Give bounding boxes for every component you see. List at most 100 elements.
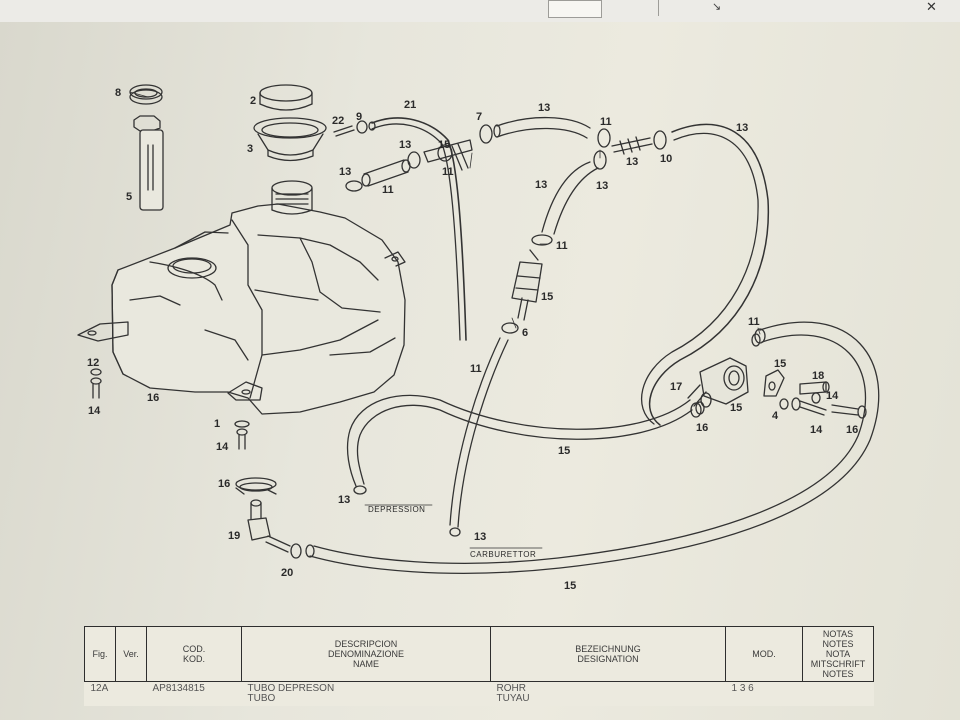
washer-9 bbox=[356, 120, 368, 134]
bolt-16-b bbox=[831, 404, 867, 419]
callout-label: 19 bbox=[228, 530, 240, 542]
callout-label: 11 bbox=[600, 116, 612, 128]
header-notes: NOTAS NOTES NOTA MITSCHRIFT NOTES bbox=[802, 626, 874, 682]
callout-label: 4 bbox=[772, 410, 779, 422]
callout-label: 11 bbox=[470, 363, 482, 375]
carburettor-caption: CARBURETTOR bbox=[470, 550, 536, 559]
clamp-15-a bbox=[751, 333, 761, 347]
callout-label: 15 bbox=[541, 291, 553, 303]
header-designation: BEZEICHNUNG DESIGNATION bbox=[490, 626, 726, 682]
callout-label: 11 bbox=[382, 184, 394, 196]
fuel-gauge-sender bbox=[129, 84, 164, 211]
cell-designation: ROHR TUYAU bbox=[496, 683, 530, 704]
toolbar-button[interactable] bbox=[548, 0, 602, 18]
callout-label: 11 bbox=[442, 166, 454, 178]
caption-underlines bbox=[364, 504, 543, 549]
clamp-15-b bbox=[695, 401, 705, 415]
callout-label: 11 bbox=[748, 316, 760, 328]
callout-label: 16 bbox=[147, 392, 159, 404]
bracket-18 bbox=[763, 369, 785, 397]
fuel-tap-4 bbox=[687, 357, 749, 418]
callout-label: 13 bbox=[535, 179, 547, 191]
callout-label: 15 bbox=[564, 580, 576, 592]
callout-label: 5 bbox=[126, 191, 132, 203]
hose-11-right-loop bbox=[649, 123, 770, 426]
bolt-14-16-left bbox=[90, 368, 102, 399]
callout-label: 20 bbox=[281, 567, 293, 579]
callout-label: 7 bbox=[476, 111, 482, 123]
washer-14-right-b bbox=[811, 392, 821, 404]
callout-label: 13 bbox=[338, 494, 350, 506]
depression-caption: DEPRESSION bbox=[368, 505, 425, 514]
cell-code: AP8134815 bbox=[152, 683, 205, 694]
callout-label: 14 bbox=[88, 405, 101, 417]
callout-label: 6 bbox=[522, 327, 528, 339]
callout-label: 13 bbox=[596, 180, 608, 192]
fuel-tank bbox=[77, 180, 406, 415]
callout-label: 3 bbox=[247, 143, 253, 155]
callout-label: 15 bbox=[558, 445, 570, 457]
callout-label: 15 bbox=[774, 358, 786, 370]
callout-label: 13 bbox=[538, 102, 550, 114]
header-fig: Fig. bbox=[84, 626, 116, 682]
viewer-toolbar: ↘ ✕ bbox=[0, 0, 960, 23]
callout-label: 16 bbox=[218, 478, 230, 490]
callout-label: 1 bbox=[214, 418, 220, 430]
hose-11-carburettor bbox=[449, 337, 509, 528]
callout-label: 9 bbox=[356, 111, 362, 123]
callout-label: 15 bbox=[438, 139, 450, 151]
close-icon[interactable]: ✕ bbox=[926, 0, 937, 14]
hose-11-filter bbox=[531, 150, 607, 246]
cell-description: TUBO DEPRESON TUBO bbox=[247, 683, 335, 704]
washer-14-right bbox=[779, 398, 789, 410]
bolt-14-16-mid bbox=[234, 420, 250, 450]
fitting-10 bbox=[611, 130, 667, 155]
parts-catalog-page: 8 2 3 5 22 9 21 13 11 13 13 11 7 13 11 1… bbox=[0, 22, 960, 720]
header-ver: Ver. bbox=[115, 626, 147, 682]
callout-label: 13 bbox=[339, 166, 351, 178]
nipple-20 bbox=[247, 499, 302, 559]
header-mod: MOD. bbox=[725, 626, 803, 682]
callout-label: 15 bbox=[730, 402, 742, 414]
callout-label: 10 bbox=[660, 153, 672, 165]
hose-11-top bbox=[479, 116, 611, 148]
callout-label: 16 bbox=[846, 424, 858, 436]
toolbar-divider bbox=[658, 0, 659, 16]
screw-22 bbox=[333, 125, 355, 137]
hose-11-bottom bbox=[309, 321, 880, 575]
callout-label: 14 bbox=[810, 424, 823, 436]
arrow-icon[interactable]: ↘ bbox=[712, 1, 722, 13]
fuel-filter-6 bbox=[501, 249, 543, 334]
callout-label: 13 bbox=[736, 122, 748, 134]
table-row: 12A AP8134815 TUBO DEPRESON TUBO ROHR TU… bbox=[85, 682, 874, 707]
callout-label: 18 bbox=[812, 370, 824, 382]
clamp-19 bbox=[235, 477, 277, 495]
callout-label: 22 bbox=[332, 115, 344, 127]
cell-fig: 12A bbox=[90, 683, 109, 694]
callout-label: 13 bbox=[399, 139, 411, 151]
cell-notes bbox=[803, 682, 874, 707]
callout-label: 2 bbox=[250, 95, 256, 107]
callout-label: 13 bbox=[474, 531, 486, 543]
spacer-17 bbox=[799, 381, 830, 395]
table-header-row: Fig. Ver. COD. KOD. DESCRIPCION DENOMINA… bbox=[84, 626, 874, 682]
callout-label: 16 bbox=[696, 422, 708, 434]
leader-lines bbox=[129, 91, 761, 335]
callout-label: 12 bbox=[87, 357, 99, 369]
parts-table: Fig. Ver. COD. KOD. DESCRIPCION DENOMINA… bbox=[84, 626, 874, 706]
tank-cap bbox=[253, 84, 327, 162]
callout-label: 21 bbox=[404, 99, 416, 111]
callout-label: 13 bbox=[626, 156, 638, 168]
hose-12-depression bbox=[346, 394, 693, 487]
hose-11-short bbox=[345, 151, 421, 192]
callout-label: 8 bbox=[115, 87, 121, 99]
part-callouts: 8 2 3 5 22 9 21 13 11 13 13 11 7 13 11 1… bbox=[87, 87, 858, 592]
fuel-system-exploded-diagram: 8 2 3 5 22 9 21 13 11 13 13 11 7 13 11 1… bbox=[77, 84, 880, 592]
callout-label: 17 bbox=[670, 381, 682, 393]
callout-label: 14 bbox=[216, 441, 229, 453]
callout-label: 11 bbox=[556, 240, 568, 252]
cell-mod: 1 3 6 bbox=[731, 683, 754, 694]
header-code: COD. KOD. bbox=[146, 626, 242, 682]
bolt-16-a bbox=[791, 397, 827, 416]
callout-label: 14 bbox=[826, 390, 839, 402]
